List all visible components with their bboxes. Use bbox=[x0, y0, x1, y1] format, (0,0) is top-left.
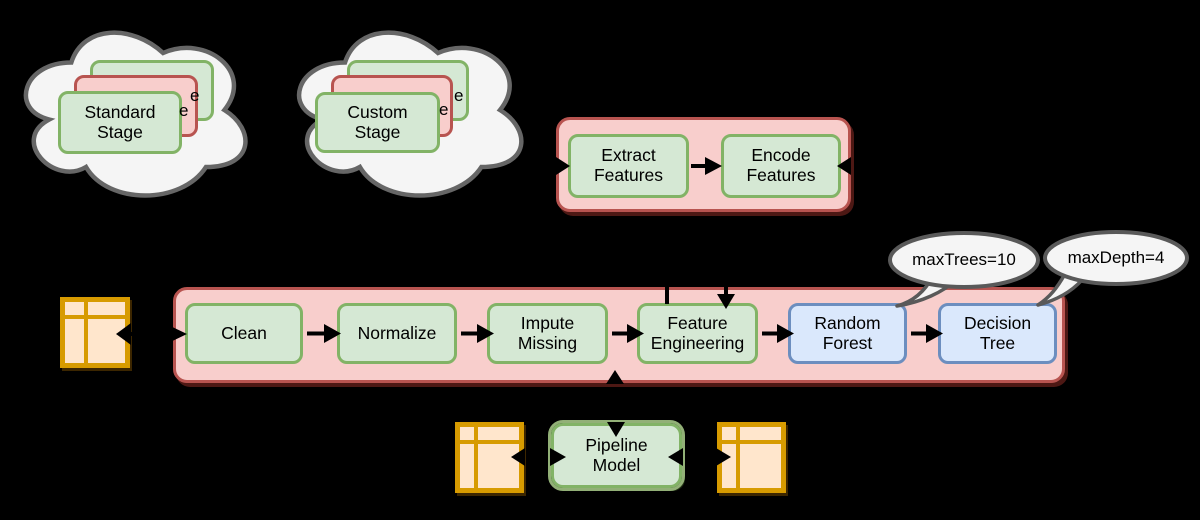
stage-clean-label: Clean bbox=[221, 322, 267, 343]
extract-features-box: Extract Features bbox=[568, 134, 689, 198]
custom-stage-card-front: Custom Stage bbox=[315, 92, 440, 153]
maxdepth-param-text: maxDepth=4 bbox=[1048, 245, 1184, 271]
maxtrees-param-label: maxTrees=10 bbox=[912, 250, 1016, 269]
standard-stage-card-front: Standard Stage bbox=[58, 91, 182, 154]
standard-stage-label: Standard Stage bbox=[84, 101, 156, 142]
stage-random-forest-label: Random Forest bbox=[814, 312, 881, 353]
dataframe-grid-line bbox=[736, 427, 740, 488]
encode-features-box: Encode Features bbox=[721, 134, 841, 198]
model-input-dataframe-icon bbox=[455, 422, 524, 493]
stage-normalize-label: Normalize bbox=[357, 322, 437, 343]
stage-random-forest-box: Random Forest bbox=[788, 303, 907, 364]
custom-back-text-fragment: e bbox=[454, 86, 464, 105]
extract-features-label: Extract Features bbox=[593, 145, 664, 185]
stage-decision-tree-label: Decision Tree bbox=[963, 312, 1032, 353]
pipeline-model-label: Pipeline Model bbox=[585, 434, 648, 475]
maxtrees-param-text: maxTrees=10 bbox=[892, 247, 1036, 273]
custom-middle-text-fragment: e bbox=[439, 100, 449, 119]
stage-feature-engineering-label: Feature Engineering bbox=[650, 312, 745, 353]
custom-stage-label: Custom Stage bbox=[347, 101, 408, 142]
stage-clean-box: Clean bbox=[185, 303, 303, 364]
stage-normalize-box: Normalize bbox=[337, 303, 457, 364]
stage-impute-missing-box: Impute Missing bbox=[487, 303, 608, 364]
standard-back-text-fragment: e bbox=[190, 86, 200, 105]
encode-features-label: Encode Features bbox=[746, 145, 816, 185]
dataframe-grid-line bbox=[722, 440, 781, 444]
maxdepth-param-label: maxDepth=4 bbox=[1067, 248, 1165, 267]
pipeline-model-box: Pipeline Model bbox=[548, 420, 685, 491]
dataframe-grid-line bbox=[474, 427, 478, 488]
stage-feature-engineering-box: Feature Engineering bbox=[637, 303, 758, 364]
dataframe-grid-line bbox=[84, 302, 88, 363]
stage-impute-missing-label: Impute Missing bbox=[517, 312, 578, 353]
dataframe-grid-line bbox=[460, 440, 519, 444]
model-output-dataframe-icon bbox=[717, 422, 786, 493]
dataframe-grid-line bbox=[65, 315, 125, 319]
standard-middle-text-fragment: e bbox=[179, 101, 189, 120]
stage-decision-tree-box: Decision Tree bbox=[938, 303, 1057, 364]
pipeline-container bbox=[173, 287, 1065, 383]
input-dataframe-icon bbox=[60, 297, 130, 368]
